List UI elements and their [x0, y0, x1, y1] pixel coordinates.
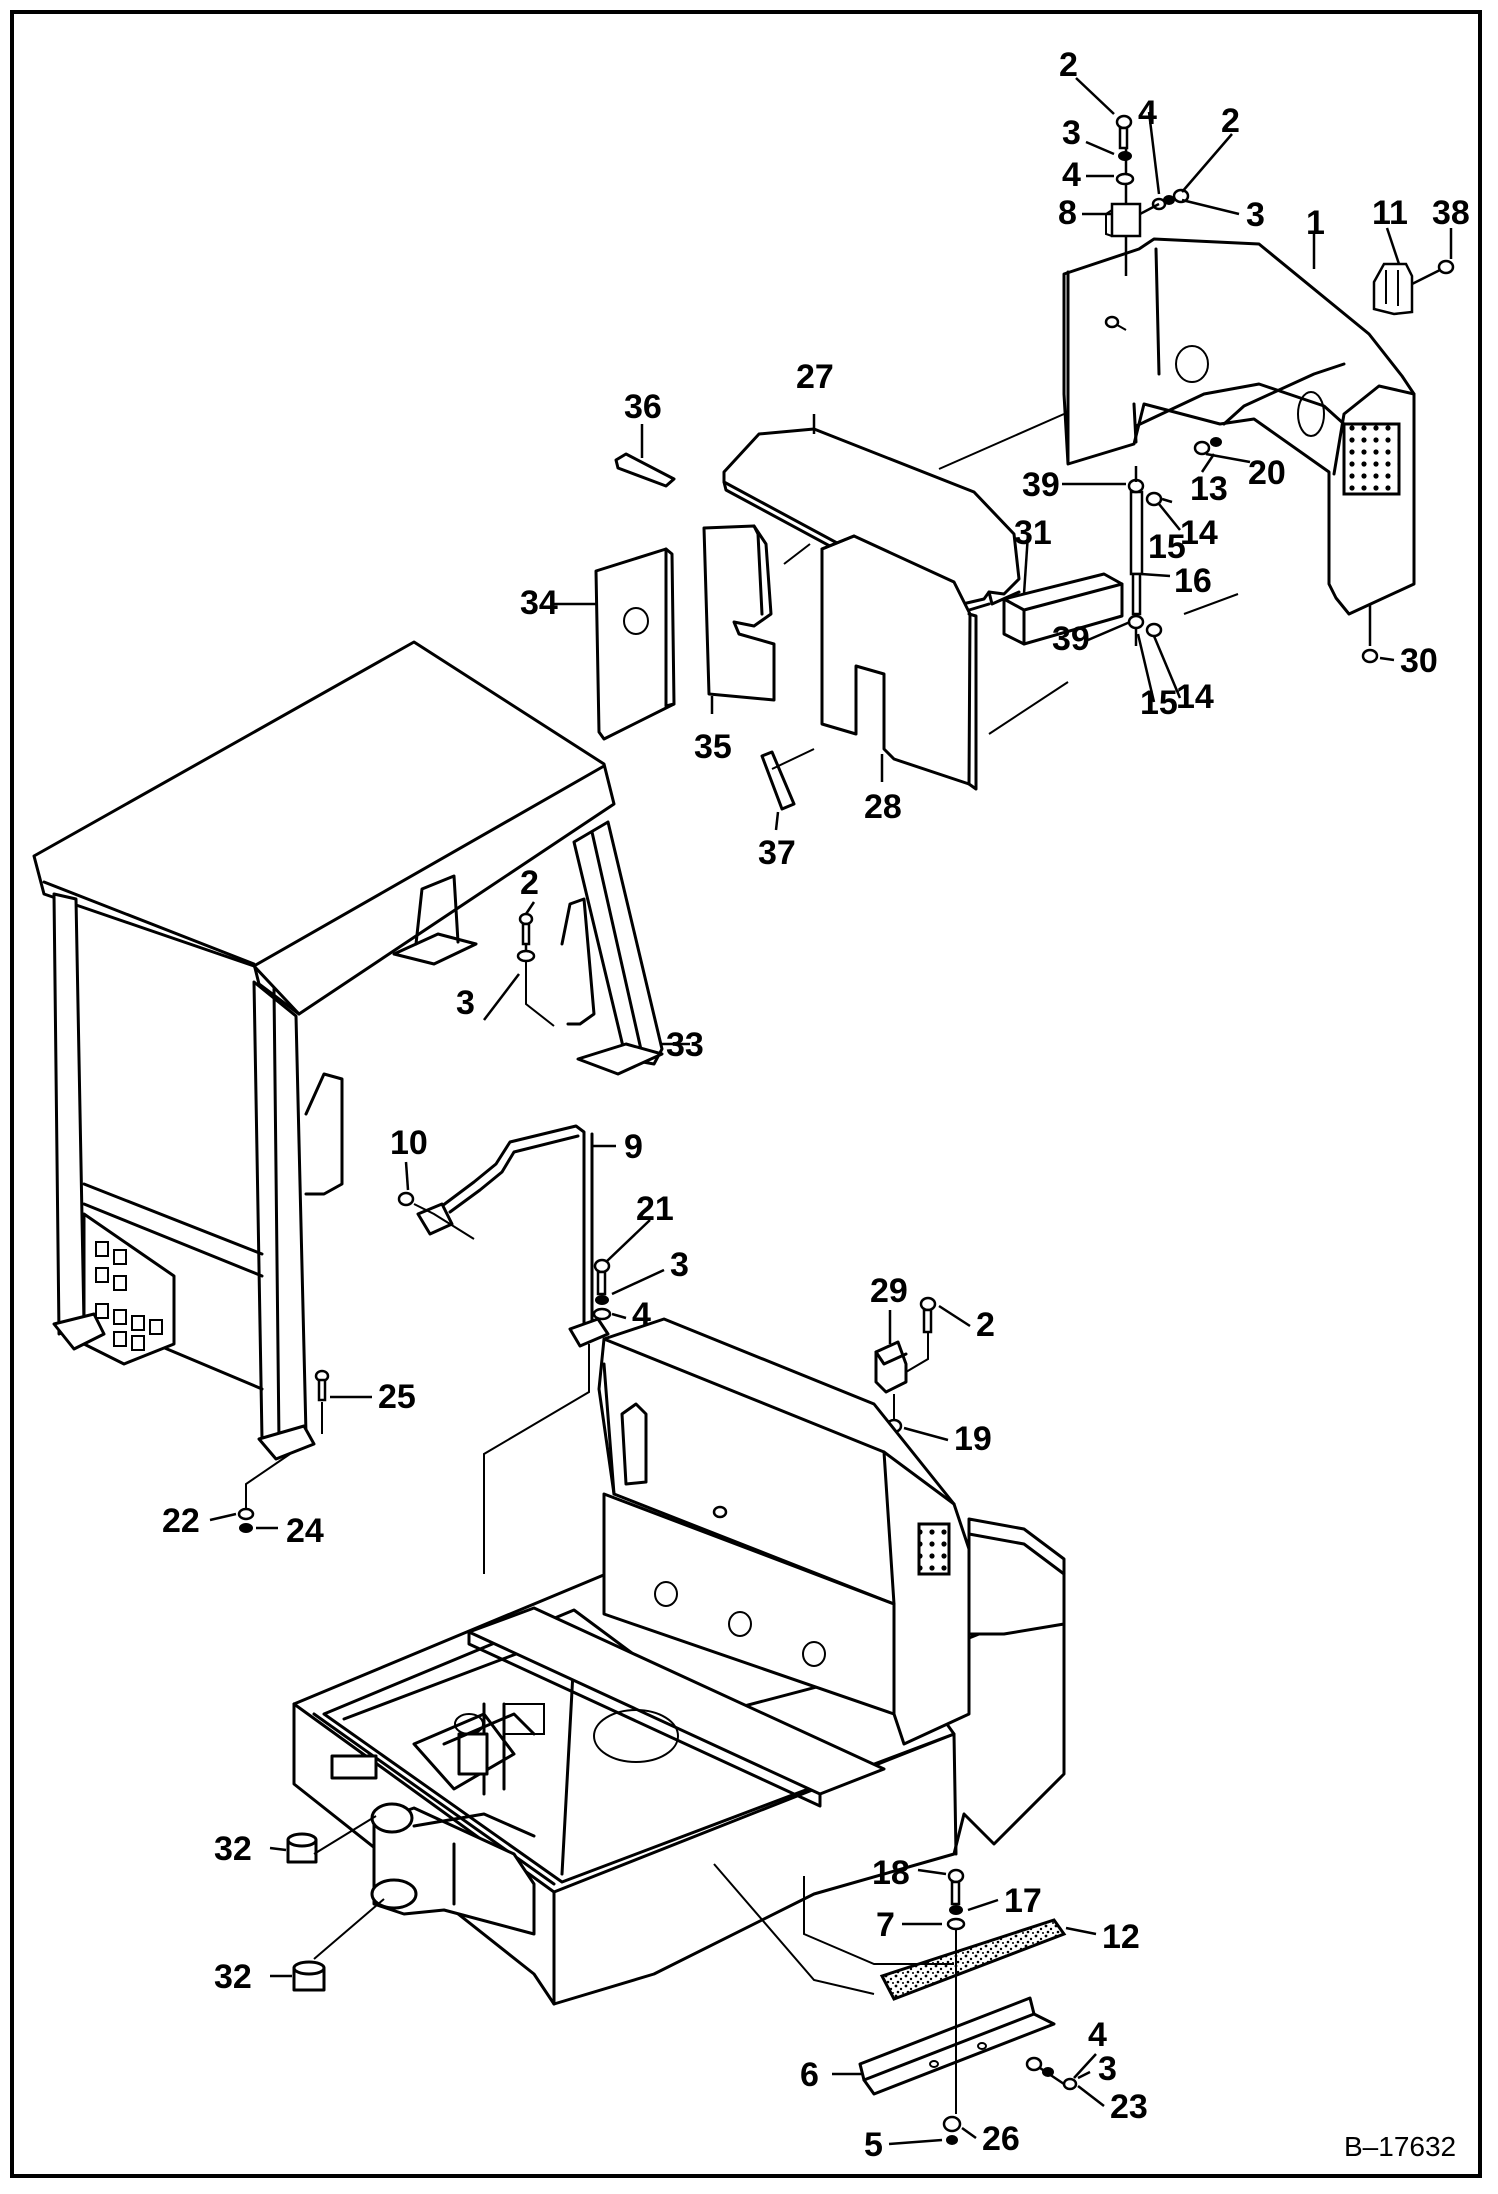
- handrail: [397, 1124, 610, 1574]
- callout-19: 19: [954, 1420, 992, 1458]
- step-grate-holes: [95, 1241, 163, 1351]
- foam-panel-35: [702, 524, 776, 702]
- callout-33: 33: [666, 1026, 704, 1064]
- callout-29: 29: [870, 1272, 908, 1310]
- callout-39: 39: [1022, 466, 1060, 504]
- upperstructure-frame: [292, 1317, 1066, 2006]
- callout-16: 16: [1174, 562, 1212, 600]
- drawing-reference-number: B–17632: [1344, 2131, 1456, 2162]
- latch-hardware: [1372, 259, 1455, 316]
- canopy-rops: [32, 640, 664, 1461]
- callout-11: 11: [1372, 194, 1408, 232]
- callout-2: 2: [1221, 102, 1240, 140]
- callout-leaders: [209, 77, 1453, 2146]
- callout-36: 36: [624, 388, 662, 426]
- callout-5: 5: [864, 2126, 883, 2164]
- callout-37: 37: [758, 834, 796, 872]
- callout-28: 28: [864, 788, 902, 826]
- canopy-nuts: [237, 1453, 291, 1533]
- block-31: [1002, 572, 1124, 646]
- callout-1: 1: [1306, 204, 1325, 242]
- callout-4: 4: [632, 1296, 651, 1334]
- bolt-30: [1361, 604, 1379, 664]
- latch-bracket-assembly: [1105, 114, 1190, 276]
- callout-15: 15: [1148, 528, 1186, 566]
- step-assembly: [713, 1863, 1078, 2145]
- callout-4: 4: [1138, 94, 1157, 132]
- foam-panel-34: [594, 547, 676, 741]
- callout-3: 3: [670, 1246, 689, 1284]
- callout-3: 3: [1098, 2050, 1117, 2088]
- callout-6: 6: [800, 2056, 819, 2094]
- callout-labels: 2 3 4 2 4 8 3 1 11 38 27 36 20 13 39 14 …: [162, 46, 1470, 2164]
- callout-30: 30: [1400, 642, 1438, 680]
- canopy-bolts: [314, 912, 555, 1434]
- callout-20: 20: [1248, 454, 1286, 492]
- callout-9: 9: [624, 1128, 643, 1166]
- callout-23: 23: [1110, 2088, 1148, 2126]
- callout-24: 24: [286, 1512, 324, 1550]
- callout-10: 10: [390, 1124, 428, 1162]
- handrail-bolts: [592, 1258, 612, 1321]
- callout-4: 4: [1062, 156, 1081, 194]
- callout-22: 22: [162, 1502, 200, 1540]
- callout-32: 32: [214, 1830, 252, 1868]
- callout-31: 31: [1014, 514, 1052, 552]
- callout-3: 3: [1246, 196, 1265, 234]
- callout-21: 21: [636, 1190, 674, 1228]
- alignment-lines: [771, 413, 1239, 770]
- callout-4: 4: [1088, 2016, 1107, 2054]
- callout-17: 17: [1004, 1882, 1042, 1920]
- callout-13: 13: [1190, 470, 1228, 508]
- callout-18: 18: [872, 1854, 910, 1892]
- foam-panel-28: [820, 534, 978, 791]
- exploded-parts-diagram: 2 3 4 2 4 8 3 1 11 38 27 36 20 13 39 14 …: [32, 46, 1470, 2164]
- gas-spring: [1127, 437, 1222, 646]
- callout-38: 38: [1432, 194, 1470, 232]
- callout-26: 26: [982, 2120, 1020, 2158]
- callout-39: 39: [1052, 620, 1090, 658]
- callout-27: 27: [796, 358, 834, 396]
- bracket-29: [874, 1296, 937, 1434]
- callout-14: 14: [1180, 514, 1218, 552]
- engine-cover: [1062, 237, 1416, 616]
- callout-2: 2: [1059, 46, 1078, 84]
- callout-34: 34: [520, 584, 558, 622]
- callout-7: 7: [876, 1906, 895, 1944]
- callout-15: 15: [1140, 684, 1178, 722]
- callout-3: 3: [1062, 114, 1081, 152]
- callout-32: 32: [214, 1958, 252, 1996]
- callout-25: 25: [378, 1378, 416, 1416]
- wedge-36: [614, 452, 676, 488]
- callout-2: 2: [976, 1306, 995, 1344]
- callout-12: 12: [1102, 1918, 1140, 1956]
- bushings: [286, 1815, 385, 1992]
- drawing-sheet: 2 3 4 2 4 8 3 1 11 38 27 36 20 13 39 14 …: [10, 10, 1482, 2178]
- callout-3: 3: [456, 984, 475, 1022]
- callout-14: 14: [1176, 678, 1214, 716]
- callout-2: 2: [520, 864, 539, 902]
- callout-35: 35: [694, 728, 732, 766]
- wedge-37: [760, 750, 796, 811]
- callout-8: 8: [1058, 194, 1077, 232]
